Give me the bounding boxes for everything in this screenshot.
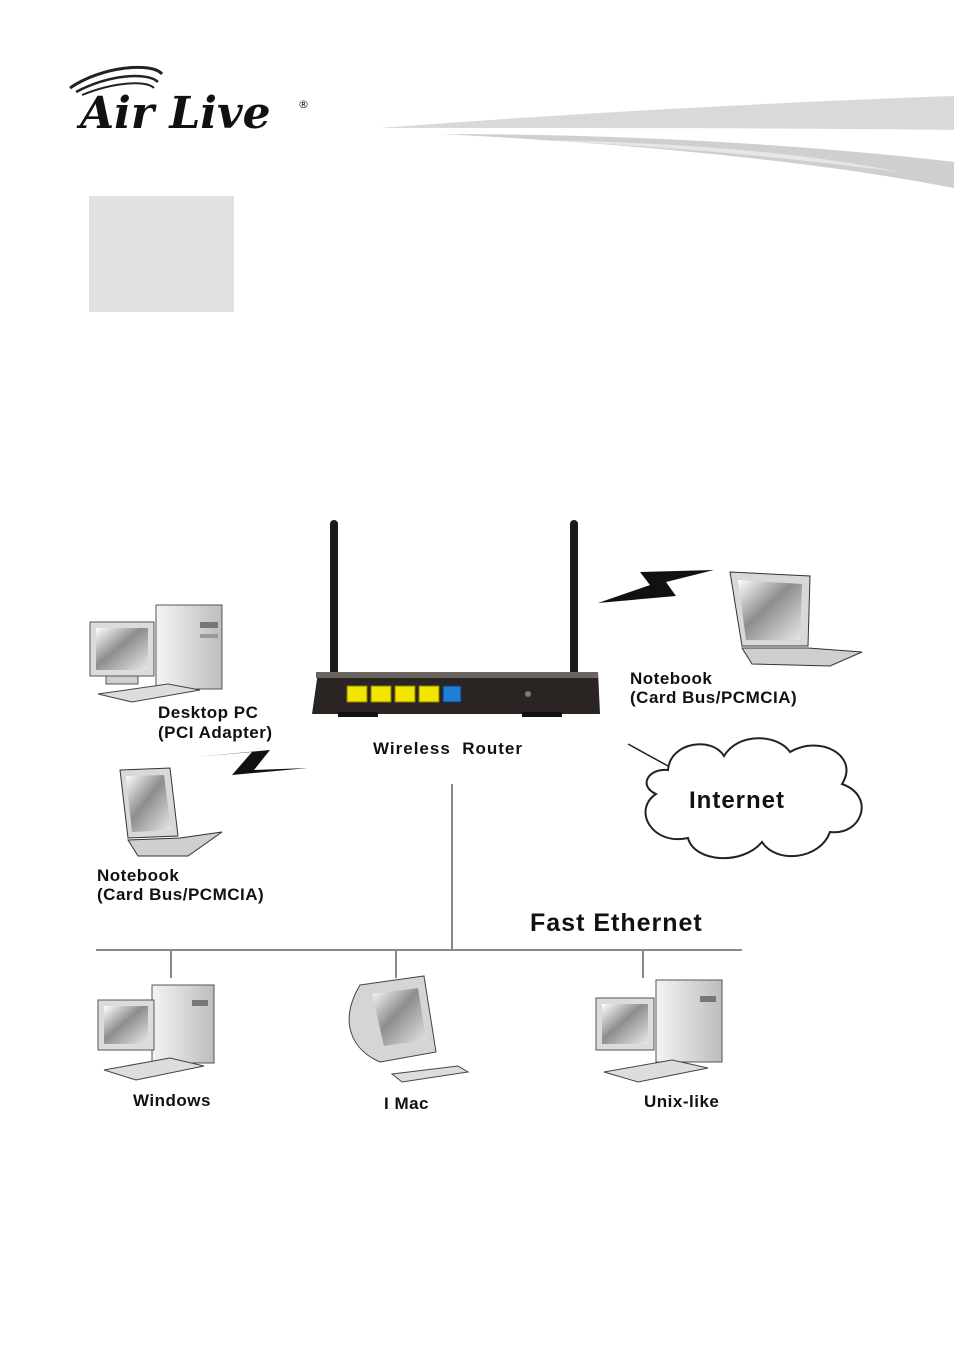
notebook-left-label: Notebook (97, 866, 179, 886)
desktop-pc-sublabel: (PCI Adapter) (158, 723, 273, 743)
desktop-pc-label: Desktop PC (158, 703, 258, 723)
notebook-right-sublabel: (Card Bus/PCMCIA) (630, 688, 797, 708)
imac-icon (349, 976, 468, 1082)
imac-label: I Mac (384, 1094, 429, 1114)
wan-port (443, 686, 461, 702)
windows-pc-icon (98, 985, 214, 1080)
notebook-left-sublabel: (Card Bus/PCMCIA) (97, 885, 264, 905)
wireless-signal-icon (196, 750, 308, 775)
notebook-left-icon (120, 768, 222, 856)
wireless-router-device (312, 520, 600, 717)
wireless-router-label: Wireless Router (373, 739, 523, 759)
internet-label: Internet (689, 791, 785, 811)
notebook-right-label: Notebook (630, 669, 712, 689)
unix-like-label: Unix-like (644, 1092, 719, 1112)
notebook-right-icon (730, 572, 862, 666)
desktop-pc-icon (90, 605, 222, 702)
fast-ethernet-label: Fast Ethernet (530, 913, 703, 933)
windows-label: Windows (133, 1091, 211, 1111)
unix-pc-icon (596, 980, 722, 1082)
wireless-signal-icon (598, 570, 714, 603)
